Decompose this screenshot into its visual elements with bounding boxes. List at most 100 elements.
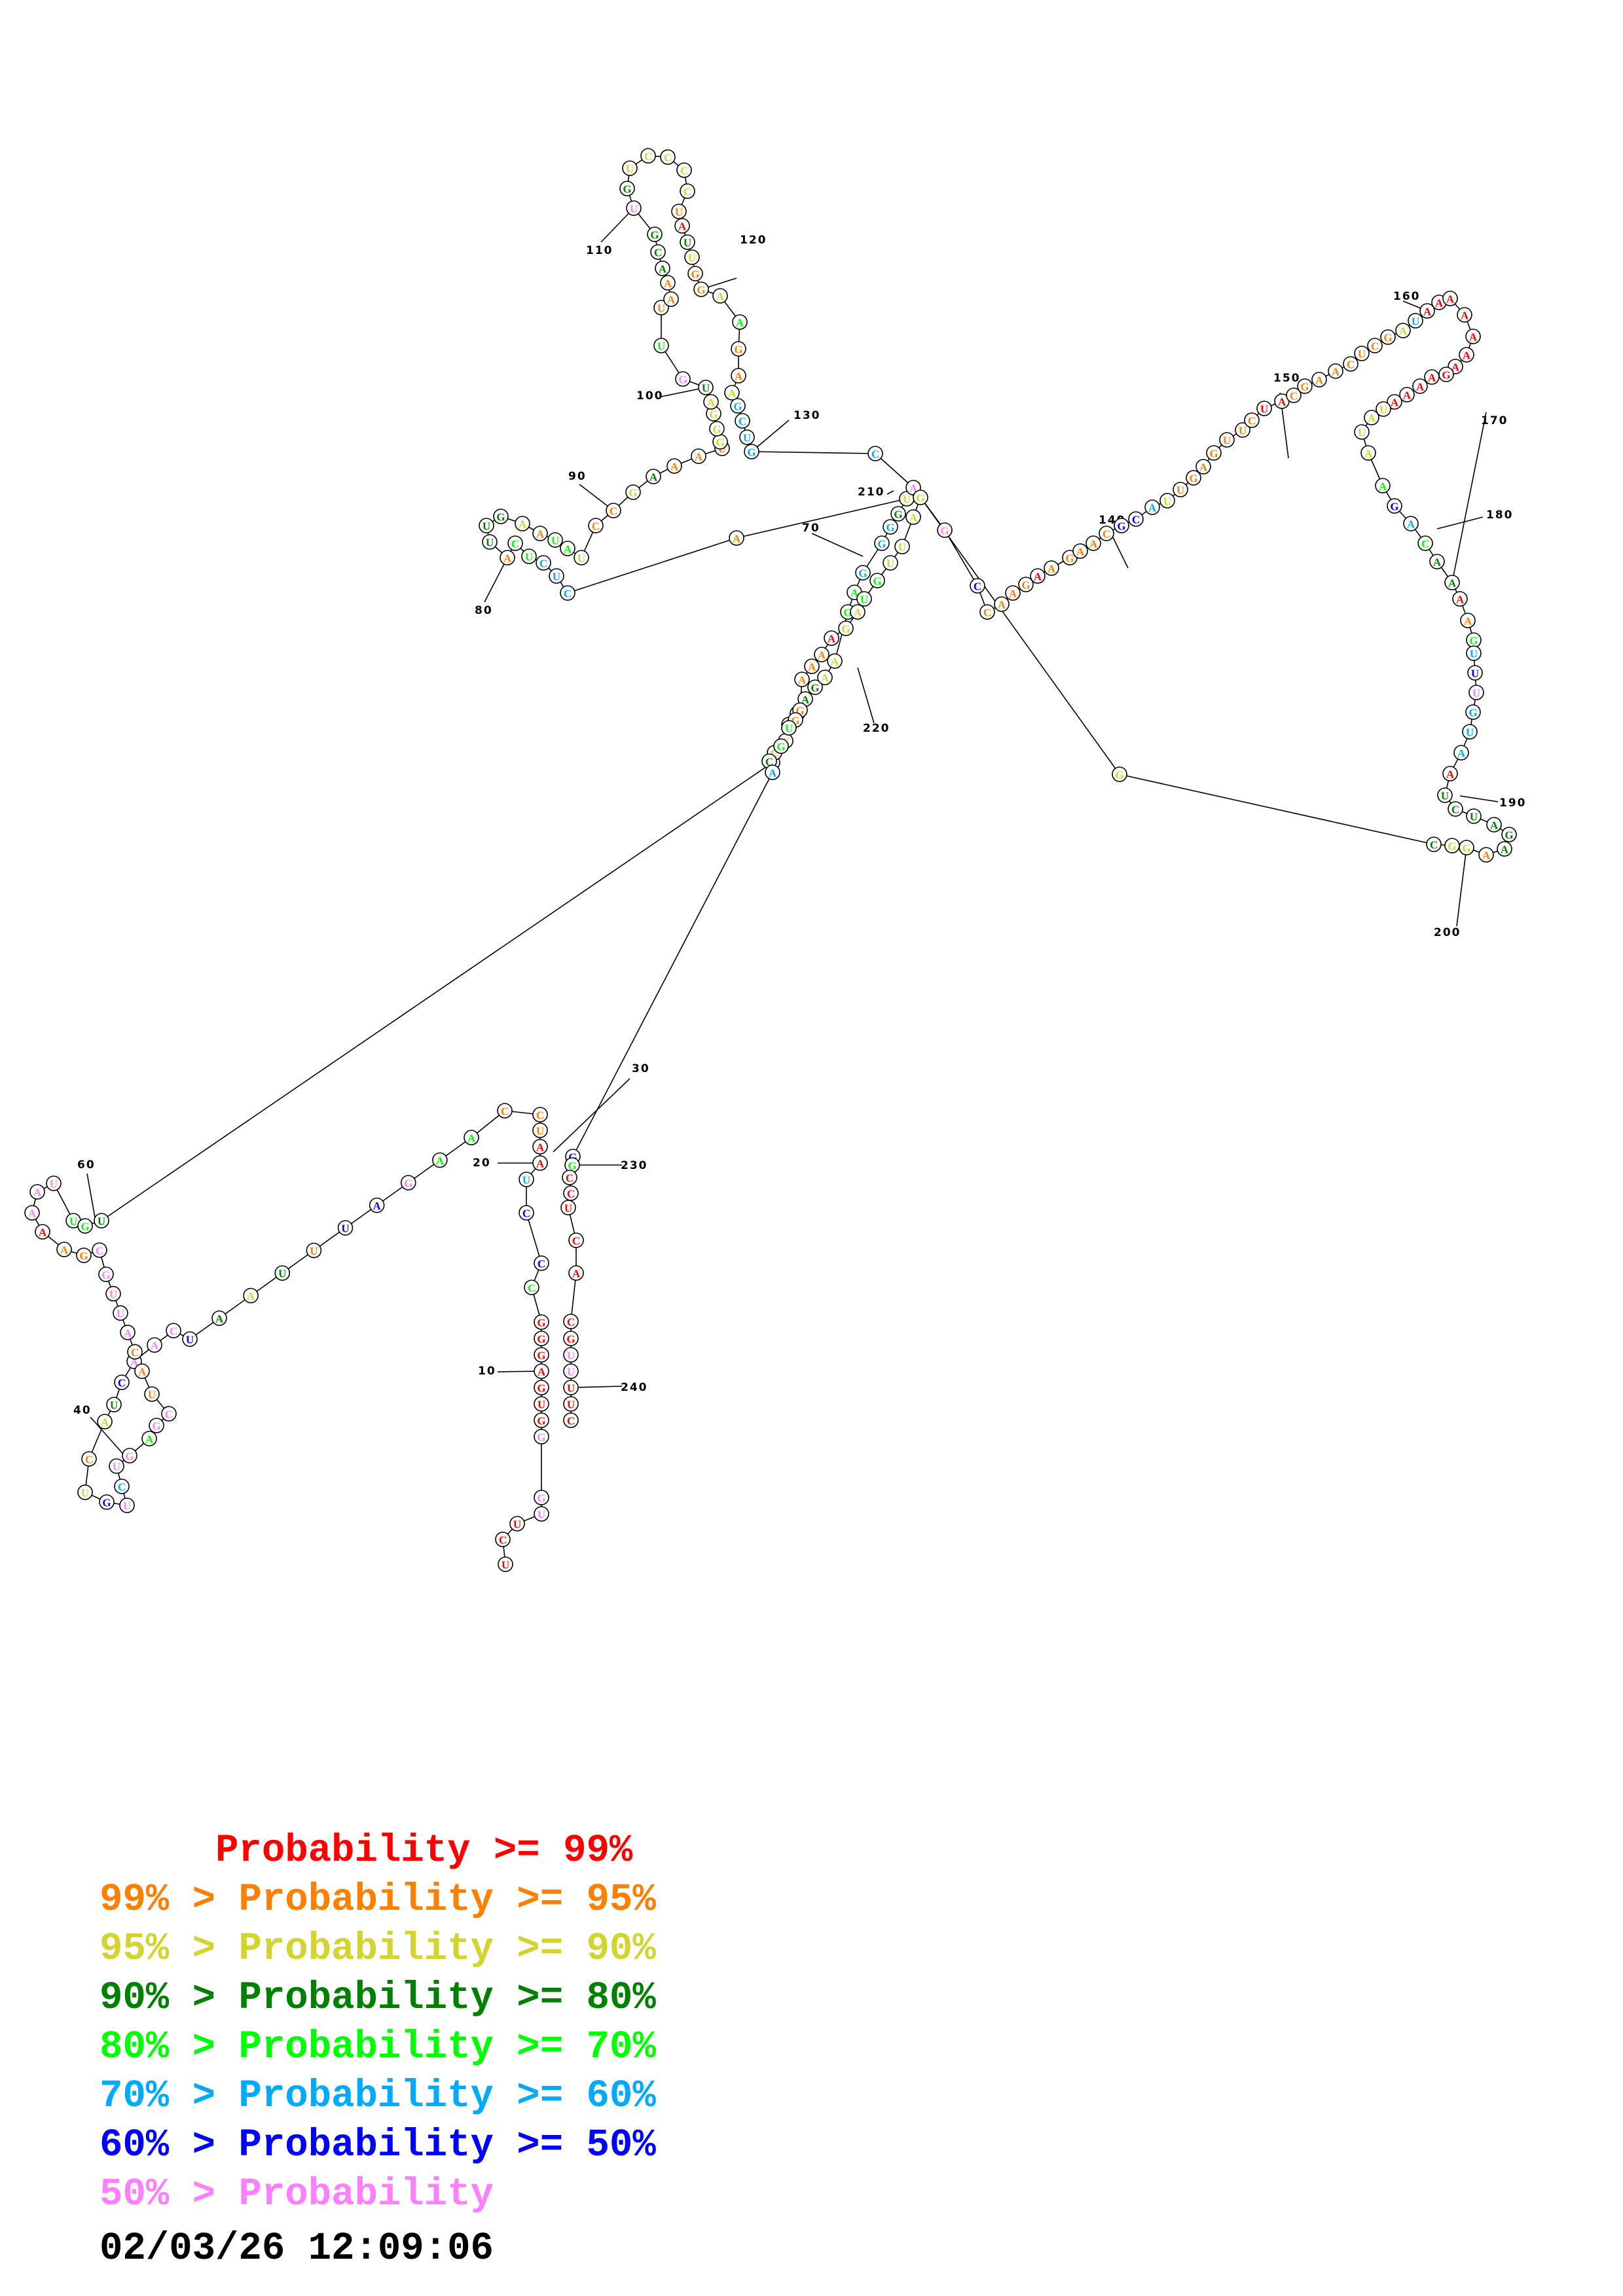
nucleotide-circle [532, 526, 548, 541]
nucleotide-circle [1465, 704, 1481, 720]
nucleotide-letter: U [1471, 668, 1479, 680]
nucleotide-letter: A [1034, 571, 1042, 583]
nucleotide-letter: G [125, 1450, 134, 1463]
nucleotide-241: U [560, 1200, 576, 1215]
nucleotide-letter: A [854, 607, 862, 619]
nucleotide-circle [534, 1380, 549, 1395]
nucleotide-100: A [646, 469, 661, 484]
nucleotide-circle [182, 1331, 198, 1347]
nucleotide-letter: U [98, 1215, 105, 1228]
nucleotide-circle [482, 534, 498, 550]
nucleotide-letter: G [716, 437, 724, 449]
nucleotide-circle [515, 516, 530, 531]
nucleotide-circle [563, 1396, 579, 1412]
nucleotide-letter: G [873, 575, 881, 588]
nucleotide-letter: G [734, 344, 742, 356]
nucleotide-letter: G [776, 741, 785, 753]
nucleotide-letter: A [564, 543, 572, 556]
nucleotide-110: U [653, 338, 669, 353]
nucleotide-circle [568, 1232, 584, 1248]
nucleotide-circle [211, 1310, 227, 1326]
nucleotide-113: A [660, 275, 676, 291]
nucleotide-147: A [1030, 568, 1046, 584]
nucleotide-circle [1424, 369, 1440, 385]
nucleotide-116: G [647, 226, 663, 242]
nucleotide-letter: A [373, 1200, 381, 1212]
nucleotide-circle [869, 573, 885, 588]
nucleotide-21: C [532, 1107, 548, 1122]
nucleotide-letter: G [537, 1350, 545, 1362]
nucleotide-letter: U [1260, 403, 1268, 416]
nucleotide-letter: A [1368, 412, 1376, 425]
nucleotide-90: U [479, 518, 494, 533]
nucleotide-circle [161, 1406, 177, 1422]
nucleotide-160: G [1206, 445, 1222, 461]
nucleotide-155: A [1144, 499, 1160, 515]
backbone-segment [572, 772, 773, 1157]
nucleotide-letter: G [81, 1221, 89, 1233]
nucleotide-227: A [824, 630, 839, 646]
nucleotide-43: C [114, 1479, 130, 1494]
nucleotide-41: G [99, 1494, 115, 1510]
nucleotide-101: A [666, 458, 682, 474]
nucleotide-circle [563, 1380, 579, 1395]
nucleotide-circle [1444, 838, 1460, 853]
legend-row-p70: 80% > Probability >= 70% [100, 2025, 656, 2069]
nucleotide-letter: A [536, 1141, 545, 1154]
position-tick-80 [484, 557, 508, 603]
nucleotide-circle [509, 1516, 525, 1532]
nucleotide-letter: G [1469, 635, 1478, 647]
nucleotide-circle [1448, 801, 1463, 817]
nucleotide-circle [693, 281, 709, 297]
nucleotide-126: U [680, 234, 695, 250]
nucleotide-8: U [534, 1396, 549, 1412]
nucleotide-letter: U [341, 1223, 349, 1235]
nucleotide-circle [1085, 535, 1101, 551]
nucleotide-179: A [1457, 307, 1472, 323]
position-label-200: 200 [1434, 926, 1461, 939]
nucleotide-circle [534, 1363, 549, 1379]
nucleotide-letter: C [501, 1105, 509, 1118]
nucleotide-circle [731, 368, 746, 384]
nucleotide-letter: C [567, 1415, 575, 1427]
nucleotide-letter: A [695, 451, 703, 463]
nucleotide-letter: A [436, 1155, 445, 1167]
nucleotide-circle [1030, 568, 1046, 584]
nucleotide-letter: A [1456, 594, 1465, 606]
nucleotide-letter: C [592, 520, 600, 533]
nucleotide-59: A [35, 1224, 50, 1240]
nucleotide-72: G [807, 679, 823, 695]
nucleotide-letter: G [102, 1497, 111, 1509]
nucleotide-letter: U [886, 558, 894, 570]
nucleotide-circle [994, 596, 1010, 612]
nucleotide-192: A [1375, 478, 1391, 493]
nucleotide-circle [1195, 459, 1211, 475]
nucleotide-letter: A [1451, 361, 1460, 374]
nucleotide-circle [676, 162, 692, 178]
nucleotide-letter: A [801, 694, 810, 706]
nucleotide-letter: C [170, 1325, 177, 1338]
nucleotide-89: U [482, 534, 498, 550]
nucleotide-letter: U [538, 1509, 545, 1521]
nucleotide-letter: A [850, 587, 859, 600]
nucleotide-letter: A [1379, 480, 1387, 493]
nucleotide-234: G [773, 738, 789, 754]
nucleotide-205: U [1462, 724, 1478, 740]
nucleotide-86: U [521, 548, 537, 564]
nucleotide-letter: A [1391, 397, 1399, 409]
nucleotide-173: G [1380, 329, 1396, 345]
nucleotide-26: A [369, 1197, 385, 1213]
nucleotide-239: C [562, 1170, 577, 1185]
position-tick-210 [886, 490, 894, 495]
nucleotide-48: C [161, 1406, 177, 1422]
nucleotide-circle [56, 1242, 72, 1257]
nucleotide-circle [1465, 329, 1481, 344]
nucleotide-102: A [691, 448, 706, 464]
nucleotide-93: A [532, 526, 548, 541]
nucleotide-letter: U [117, 1308, 124, 1320]
nucleotide-57: G [76, 1247, 92, 1263]
nucleotide-127: U [684, 249, 700, 265]
nucleotide-175: U [1408, 313, 1423, 329]
nucleotide-156: U [1159, 493, 1175, 509]
nucleotide-circle [675, 371, 691, 387]
